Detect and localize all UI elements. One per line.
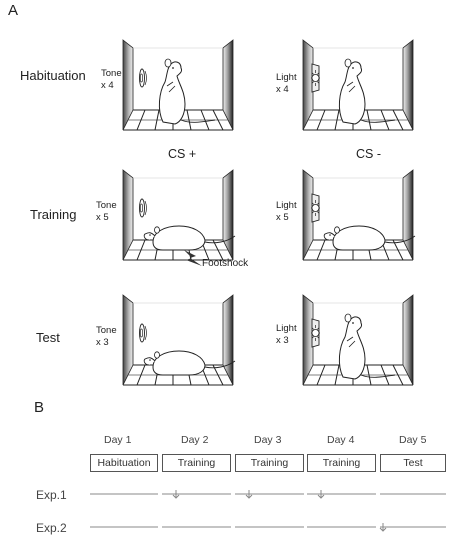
down-arrow-icon bbox=[379, 523, 387, 532]
day-label-4: Day 4 bbox=[327, 434, 355, 446]
footshock-label: Footshock bbox=[202, 258, 249, 269]
tone-count-training: Tone x 5 bbox=[96, 200, 117, 223]
session-box-day-2: Training bbox=[162, 454, 231, 472]
down-arrow-icon bbox=[172, 490, 180, 499]
session-box-day-1: Habituation bbox=[90, 454, 158, 472]
day-label-2: Day 2 bbox=[181, 434, 209, 446]
day-label-1: Day 1 bbox=[104, 434, 132, 446]
cs-minus-header: CS - bbox=[356, 147, 381, 161]
panel-b-label: B bbox=[34, 399, 45, 416]
session-label-day-5: Test bbox=[403, 457, 423, 469]
session-box-day-3: Training bbox=[235, 454, 304, 472]
cs-plus-header: CS + bbox=[168, 147, 197, 161]
light-count-habituation: Light x 4 bbox=[276, 72, 297, 95]
light-count-training: Light x 5 bbox=[276, 200, 297, 223]
session-label-day-2: Training bbox=[177, 457, 216, 469]
session-label-day-4: Training bbox=[322, 457, 361, 469]
day-label-5: Day 5 bbox=[399, 434, 427, 446]
day-label-3: Day 3 bbox=[254, 434, 282, 446]
exp1-label: Exp.1 bbox=[36, 488, 67, 502]
exp2-label: Exp.2 bbox=[36, 521, 67, 535]
down-arrow-icon bbox=[317, 490, 325, 499]
phase-label-habituation: Habituation bbox=[20, 68, 86, 83]
session-box-day-4: Training bbox=[307, 454, 376, 472]
tone-count-habituation: Tone x 4 bbox=[101, 68, 122, 91]
session-label-day-3: Training bbox=[250, 457, 289, 469]
session-label-day-1: Habituation bbox=[97, 457, 151, 469]
down-arrow-icon bbox=[245, 490, 253, 499]
light-count-test: Light x 3 bbox=[276, 323, 297, 346]
session-box-day-5: Test bbox=[380, 454, 446, 472]
panel-a-label: A bbox=[8, 2, 19, 19]
phase-label-test: Test bbox=[36, 330, 60, 345]
footshock-icon bbox=[184, 250, 202, 266]
tone-count-test: Tone x 3 bbox=[96, 325, 117, 348]
phase-label-training: Training bbox=[30, 207, 77, 222]
